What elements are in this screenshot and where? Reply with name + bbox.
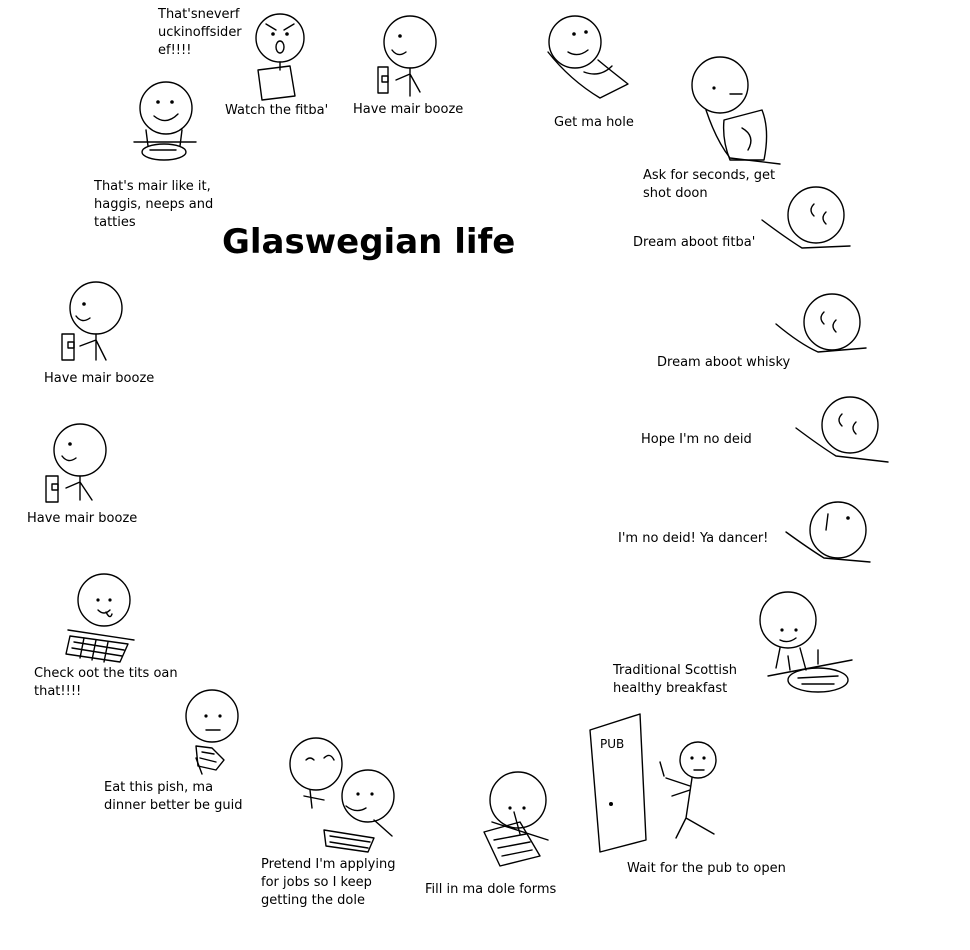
sleeper-whisky-figure (775, 293, 867, 353)
caption-breakfast: Traditional Scottish healthy breakfast (613, 663, 737, 696)
drinker-left-high-figure (61, 281, 123, 361)
bed-couple-figure (547, 15, 629, 99)
drinker-top-figure (377, 15, 437, 97)
pub-door-figure: PUB (589, 713, 647, 853)
waking-figure (785, 501, 871, 563)
caption-booze-top: Have mair booze (353, 102, 464, 117)
caption-dole-forms: Fill in ma dole forms (425, 882, 557, 897)
caption-booze-left-high: Have mair booze (44, 371, 155, 386)
waiting-man-figure (659, 741, 717, 839)
dole-forms-figure (483, 771, 549, 867)
caption-eat-pish: Eat this pish, ma dinner better be guid (104, 780, 243, 813)
caption-offside: That'sneverf uckinoffsider ef!!!! (158, 7, 242, 58)
sleeper-fitba-figure (761, 186, 851, 249)
caption-check-tits: Check oot the tits oan that!!!! (34, 666, 178, 699)
caption-get-ma-hole: Get ma hole (554, 115, 634, 130)
caption-dream-fitba: Dream aboot fitba' (633, 235, 756, 250)
haggis-figure (133, 81, 197, 161)
caption-wait-pub: Wait for the pub to open (627, 861, 786, 876)
sleeper-deid-figure (795, 396, 889, 463)
caption-hope-no-deid: Hope I'm no deid (641, 432, 752, 447)
caption-dream-whisky: Dream aboot whisky (657, 355, 791, 370)
page-title: Glaswegian life (222, 222, 516, 262)
caption-haggis: That's mair like it, haggis, neeps and t… (94, 179, 214, 230)
caption-watch-fitba: Watch the fitba' (225, 103, 329, 118)
caption-pretend-jobs: Pretend I'm applying for jobs so I keep … (261, 857, 396, 908)
caption-ask-seconds: Ask for seconds, get shot doon (643, 168, 776, 201)
caption-booze-left-low: Have mair booze (27, 511, 138, 526)
caption-no-deid: I'm no deid! Ya dancer! (618, 531, 769, 546)
pretend-applying-figure (289, 737, 395, 853)
ask-seconds-figure (691, 56, 781, 165)
drinker-left-low-figure (45, 423, 107, 503)
eat-pish-figure (185, 689, 239, 775)
angry-man-figure (255, 13, 305, 101)
pub-sign: PUB (600, 737, 624, 751)
breakfast-figure (759, 591, 853, 693)
check-oot-figure (65, 573, 135, 663)
